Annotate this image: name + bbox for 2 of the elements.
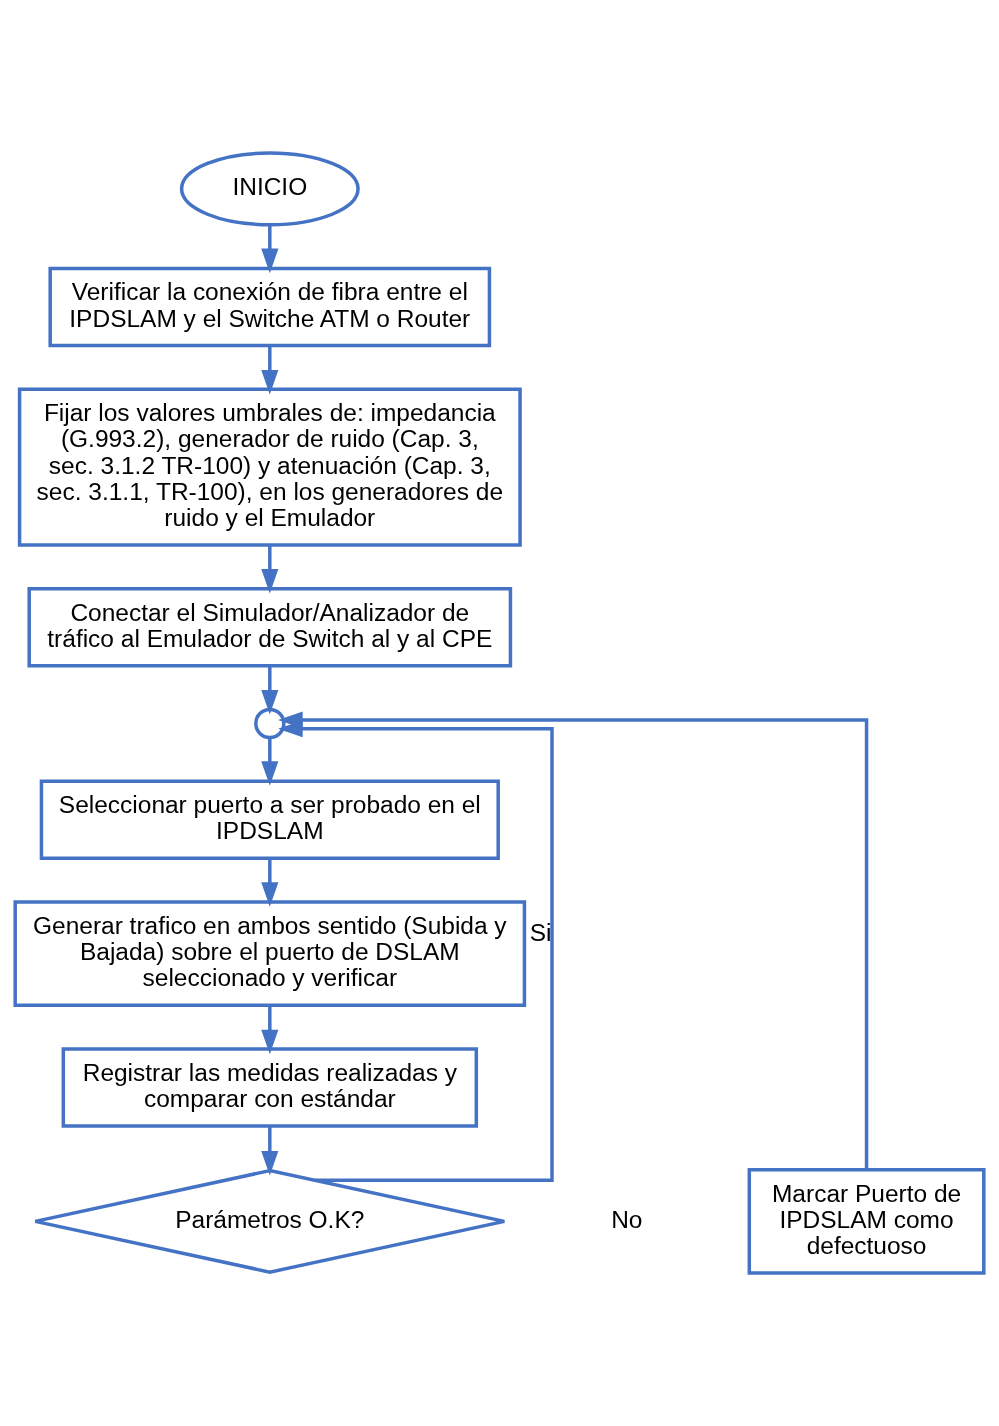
edge-label: Si bbox=[529, 919, 552, 947]
label: No bbox=[611, 1205, 643, 1233]
